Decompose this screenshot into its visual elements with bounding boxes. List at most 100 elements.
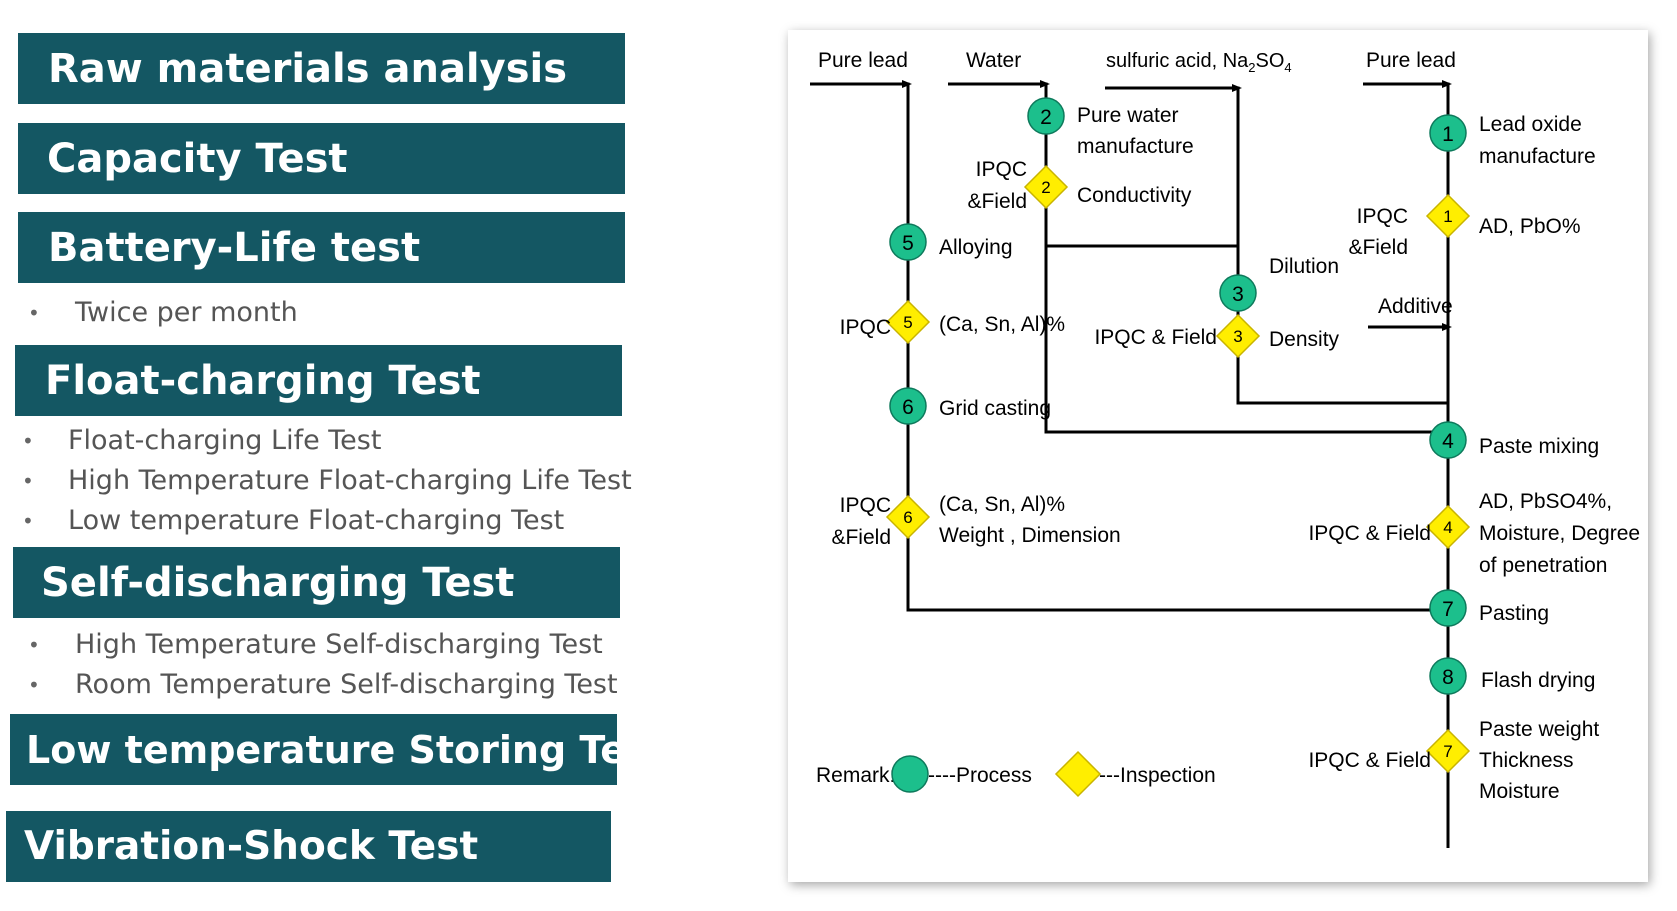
- section-banner: Low temperature Storing Test: [10, 714, 667, 785]
- inspection-responsible: IPQC: [976, 158, 1027, 181]
- inspection-number: 2: [1041, 178, 1050, 197]
- inspection-label: Conductivity: [1077, 184, 1192, 207]
- legend-process-text: ----Process: [928, 764, 1032, 787]
- input-label-additive: Additive: [1378, 295, 1453, 318]
- sulfuric-subscript: 4: [1284, 60, 1291, 75]
- bullet-item: •High Temperature Float-charging Life Te…: [22, 461, 632, 501]
- section-banner: Vibration-Shock Test: [6, 811, 611, 882]
- process-number: 3: [1232, 283, 1244, 306]
- process-4-icon: [1429, 421, 1467, 459]
- flow-line: [948, 82, 1448, 434]
- process-label: Alloying: [939, 236, 1013, 259]
- inspection-number: 4: [1443, 518, 1452, 537]
- process-number: 6: [902, 396, 914, 419]
- process-number: 5: [902, 232, 914, 255]
- inspection-responsible: IPQC: [1357, 205, 1408, 228]
- inspection-label: (Ca, Sn, Al)%: [939, 493, 1065, 516]
- inspection-7-icon: [1425, 728, 1471, 774]
- bullet-icon: •: [22, 509, 34, 533]
- bullet-icon: •: [28, 673, 40, 697]
- sulfuric-text: sulfuric acid, Na: [1106, 50, 1249, 72]
- section-banner: Capacity Test: [18, 123, 625, 194]
- sulfuric-subscript: 2: [1248, 60, 1255, 75]
- bullet-icon: •: [28, 301, 40, 325]
- input-label-water: Water: [966, 49, 1021, 72]
- bullet-list: •Float-charging Life Test •High Temperat…: [22, 421, 632, 541]
- inspection-number: 7: [1443, 742, 1452, 761]
- process-number: 7: [1442, 598, 1454, 621]
- bullet-icon: •: [22, 429, 34, 453]
- bullet-list: •Twice per month: [28, 293, 298, 333]
- process-label: Paste mixing: [1479, 435, 1599, 458]
- process-label: Lead oxide: [1479, 113, 1582, 136]
- section-banner: Battery-Life test: [18, 212, 625, 283]
- inspection-responsible: IPQC & Field: [1308, 749, 1431, 772]
- bullet-list: •High Temperature Self-discharging Test …: [28, 625, 618, 705]
- process-label: Flash drying: [1481, 669, 1595, 692]
- bullet-item: •Float-charging Life Test: [22, 421, 632, 461]
- legend-process-icon: [891, 755, 929, 793]
- inspection-responsible: IPQC & Field: [1308, 522, 1431, 545]
- inspection-label: Weight , Dimension: [939, 524, 1121, 547]
- arrow-icon: [1232, 84, 1242, 92]
- process-flowchart: Pure lead Water sulfuric acid, Na2SO4 Pu…: [810, 49, 1640, 848]
- inspection-label: Density: [1269, 328, 1340, 351]
- section-banner: Self-discharging Test: [13, 547, 620, 618]
- inspection-label: Moisture, Degree: [1479, 522, 1640, 545]
- bullet-item: •High Temperature Self-discharging Test: [28, 625, 618, 665]
- inspection-responsible: &Field: [967, 190, 1027, 213]
- process-label: Grid casting: [939, 397, 1051, 420]
- legend-inspection-icon: [1054, 750, 1102, 798]
- legend: Remark: ----Process ---Inspection: [816, 750, 1216, 798]
- bullet-icon: •: [22, 469, 34, 493]
- inspection-label: Paste weight: [1479, 718, 1599, 741]
- inspection-label: of penetration: [1479, 554, 1607, 577]
- inspection-4-icon: [1425, 504, 1471, 550]
- process-label: Dilution: [1269, 255, 1339, 278]
- input-label-sulfuric-acid: sulfuric acid, Na2SO4: [1106, 50, 1292, 75]
- arrow-icon: [1040, 80, 1050, 88]
- section-banner: Raw materials analysis: [18, 33, 625, 104]
- inspection-responsible: IPQC & Field: [1094, 326, 1217, 349]
- inspection-5-icon: [885, 299, 931, 345]
- arrow-icon: [1442, 80, 1452, 88]
- process-7-icon: [1429, 589, 1467, 627]
- flowchart-card: Pure lead Water sulfuric acid, Na2SO4 Pu…: [788, 30, 1648, 882]
- inspection-responsible: IPQC: [840, 316, 891, 339]
- inspection-label: (Ca, Sn, Al)%: [939, 313, 1065, 336]
- process-label: manufacture: [1479, 145, 1596, 168]
- bullet-item: •Room Temperature Self-discharging Test: [28, 665, 618, 705]
- section-banner: Float-charging Test: [15, 345, 622, 416]
- inspection-responsible: &Field: [831, 526, 891, 549]
- flow-line: [1046, 244, 1240, 290]
- bullet-item: •Twice per month: [28, 293, 298, 333]
- process-number: 4: [1442, 430, 1454, 453]
- process-6-icon: [889, 387, 927, 425]
- bullet-item: •Low temperature Float-charging Test: [22, 501, 632, 541]
- inspection-number: 5: [903, 313, 912, 332]
- inspection-number: 6: [903, 508, 912, 527]
- inspection-number: 3: [1233, 327, 1242, 346]
- legend-inspection-text: ---Inspection: [1099, 764, 1216, 787]
- inspection-3-icon: [1215, 313, 1261, 359]
- inspection-label: Thickness: [1479, 749, 1574, 772]
- process-label: manufacture: [1077, 135, 1194, 158]
- process-2-icon: [1027, 97, 1065, 135]
- process-number: 1: [1442, 123, 1454, 146]
- process-label: Pure water: [1077, 104, 1179, 127]
- inspection-6-icon: [885, 494, 931, 540]
- arrow-heads: [902, 80, 1452, 331]
- inspection-number: 1: [1443, 207, 1452, 226]
- inspection-responsible: &Field: [1348, 236, 1408, 259]
- legend-label: Remark:: [816, 764, 895, 787]
- process-1-icon: [1429, 114, 1467, 152]
- inspection-1-icon: [1425, 193, 1471, 239]
- inspection-label: AD, PbSO4%,: [1479, 490, 1612, 513]
- process-number: 8: [1442, 666, 1454, 689]
- sulfuric-text-so: SO: [1256, 50, 1285, 72]
- inspection-2-icon: [1023, 164, 1069, 210]
- process-number: 2: [1040, 106, 1052, 129]
- inspection-label: AD, PbO%: [1479, 215, 1581, 238]
- bullet-icon: •: [28, 633, 40, 657]
- flowchart-nodes: 1 Lead oxide manufacture 2 Pure water manufac…: [831, 97, 1640, 803]
